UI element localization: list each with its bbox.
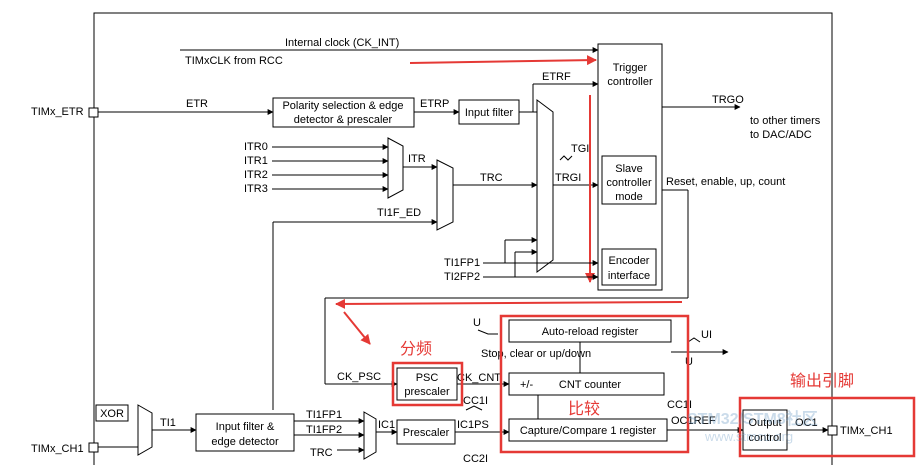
auto-reload-label: Auto-reload register <box>542 326 639 338</box>
etr-label: ETR <box>186 98 208 110</box>
timer-outer-frame <box>93 12 833 465</box>
input-filter-label: Input filter <box>465 107 514 119</box>
polarity-selection-block <box>272 97 415 128</box>
timx-ch1-out-pin <box>827 425 838 436</box>
annotation-box-counter <box>499 314 690 454</box>
psc-label-2: prescaler <box>404 386 450 398</box>
psc-label-1: PSC <box>416 372 439 384</box>
cc2i-label: CC2I <box>463 453 488 465</box>
oc1-label: OC1 <box>795 417 818 429</box>
red-arrow-feedback <box>335 298 683 309</box>
ti2fp2-label: TI2FP2 <box>444 271 480 283</box>
trgo-label: TRGO <box>712 94 744 106</box>
trc-in-label: TRC <box>310 447 333 459</box>
polarity-label-2: detector & prescaler <box>294 114 393 126</box>
tgi-flag-icon <box>559 155 573 161</box>
ic1ps-label: IC1PS <box>457 419 489 431</box>
itr-mux <box>387 137 404 199</box>
stop-clear-label: Stop, clear or up/down <box>481 348 591 360</box>
input-filter-edge-label-2: edge detector <box>211 436 279 448</box>
ic1-mux <box>363 411 377 460</box>
slave-label-3: mode <box>615 191 643 203</box>
xor-label: XOR <box>100 408 124 420</box>
annotation-box-prescaler <box>391 361 464 407</box>
ck-cnt-label: CK_CNT <box>457 372 501 384</box>
ui-flag-icon <box>687 337 701 343</box>
trc-label: TRC <box>480 172 503 184</box>
encoder-interface-block <box>601 248 657 286</box>
output-control-block <box>742 409 788 451</box>
timx-ch1-in-pin <box>88 442 99 453</box>
prescaler-label: Prescaler <box>403 427 450 439</box>
slave-controller-block <box>601 155 657 205</box>
itr1-label: ITR1 <box>244 155 268 167</box>
cc1i-label: CC1I <box>463 395 488 407</box>
plus-minus-label: +/- <box>520 379 533 391</box>
annotation-box-output <box>738 396 916 458</box>
encoder-label-1: Encoder <box>609 255 650 267</box>
timxclk-label: TIMxCLK from RCC <box>185 55 283 67</box>
ti1fp2-label: TI1FP2 <box>306 424 342 436</box>
u-label-top: U <box>473 317 481 329</box>
ti1f-ed-label: TI1F_ED <box>377 207 421 219</box>
watermark-line-1: STM32/STM8社区 <box>687 409 818 428</box>
itr3-label: ITR3 <box>244 183 268 195</box>
annotation-bi-jiao: 比较 <box>568 399 600 418</box>
u-flag-icon <box>477 329 498 335</box>
ti1fp1-out-label: TI1FP1 <box>306 409 342 421</box>
trigger-controller-label-1: Trigger <box>613 62 648 74</box>
tgi-label: TGI <box>571 143 589 155</box>
to-other-timers-label: to other timers <box>750 115 821 127</box>
trc-mux <box>436 159 454 231</box>
etrf-label: ETRF <box>542 71 571 83</box>
reset-enable-label: Reset, enable, up, count <box>666 176 785 188</box>
output-control-label-1: Output <box>748 417 781 429</box>
watermark-line-2: www.stmcu.org <box>704 429 793 444</box>
polarity-label-1: Polarity selection & edge <box>282 100 403 112</box>
ti1-mux <box>137 404 153 456</box>
annotation-shuchu-yinjiao: 输出引脚 <box>790 371 854 390</box>
red-arrow-clock <box>409 55 597 66</box>
timx-ch1-in-label: TIMx_CH1 <box>31 443 84 455</box>
annotation-fen-pin: 分频 <box>400 339 432 358</box>
prescaler-block <box>396 419 456 445</box>
auto-reload-block <box>508 319 672 343</box>
cnt-counter-block <box>508 372 665 396</box>
capture-compare-label: Capture/Compare 1 register <box>520 425 657 437</box>
timx-etr-pin-label: TIMx_ETR <box>31 106 84 118</box>
etrp-label: ETRP <box>420 98 449 110</box>
cnt-counter-label: CNT counter <box>559 379 621 391</box>
psc-prescaler-block <box>396 367 458 401</box>
slave-label-1: Slave <box>615 163 643 175</box>
trgi-mux <box>536 99 554 273</box>
input-filter-edge-label-1: Input filter & <box>216 421 275 433</box>
timx-etr-pin <box>88 107 99 118</box>
ck-int-label: Internal clock (CK_INT) <box>285 37 399 49</box>
encoder-label-2: interface <box>608 270 650 282</box>
trgi-label: TRGI <box>555 172 581 184</box>
ck-psc-label: CK_PSC <box>337 371 381 383</box>
output-control-label-2: control <box>748 432 781 444</box>
xor-block <box>95 404 129 422</box>
itr-label: ITR <box>408 153 426 165</box>
slave-label-2: controller <box>606 177 652 189</box>
itr0-label: ITR0 <box>244 141 268 153</box>
itr2-label: ITR2 <box>244 169 268 181</box>
timx-ch1-out-label: TIMx_CH1 <box>840 425 893 437</box>
trigger-controller-label-2: controller <box>607 76 653 88</box>
ti1-label: TI1 <box>160 417 176 429</box>
cc1i-flag-icon <box>465 405 483 411</box>
ti1fp1-label: TI1FP1 <box>444 257 480 269</box>
oc1ref-label: OC1REF <box>671 415 716 427</box>
red-arrow-prescaler <box>343 311 371 345</box>
cc1i-right-label: CC1I <box>667 399 692 411</box>
to-dac-adc-label: to DAC/ADC <box>750 129 812 141</box>
ui-label: UI <box>701 329 712 341</box>
input-filter-edge-block <box>195 413 295 452</box>
ic1-label: IC1 <box>378 419 395 431</box>
